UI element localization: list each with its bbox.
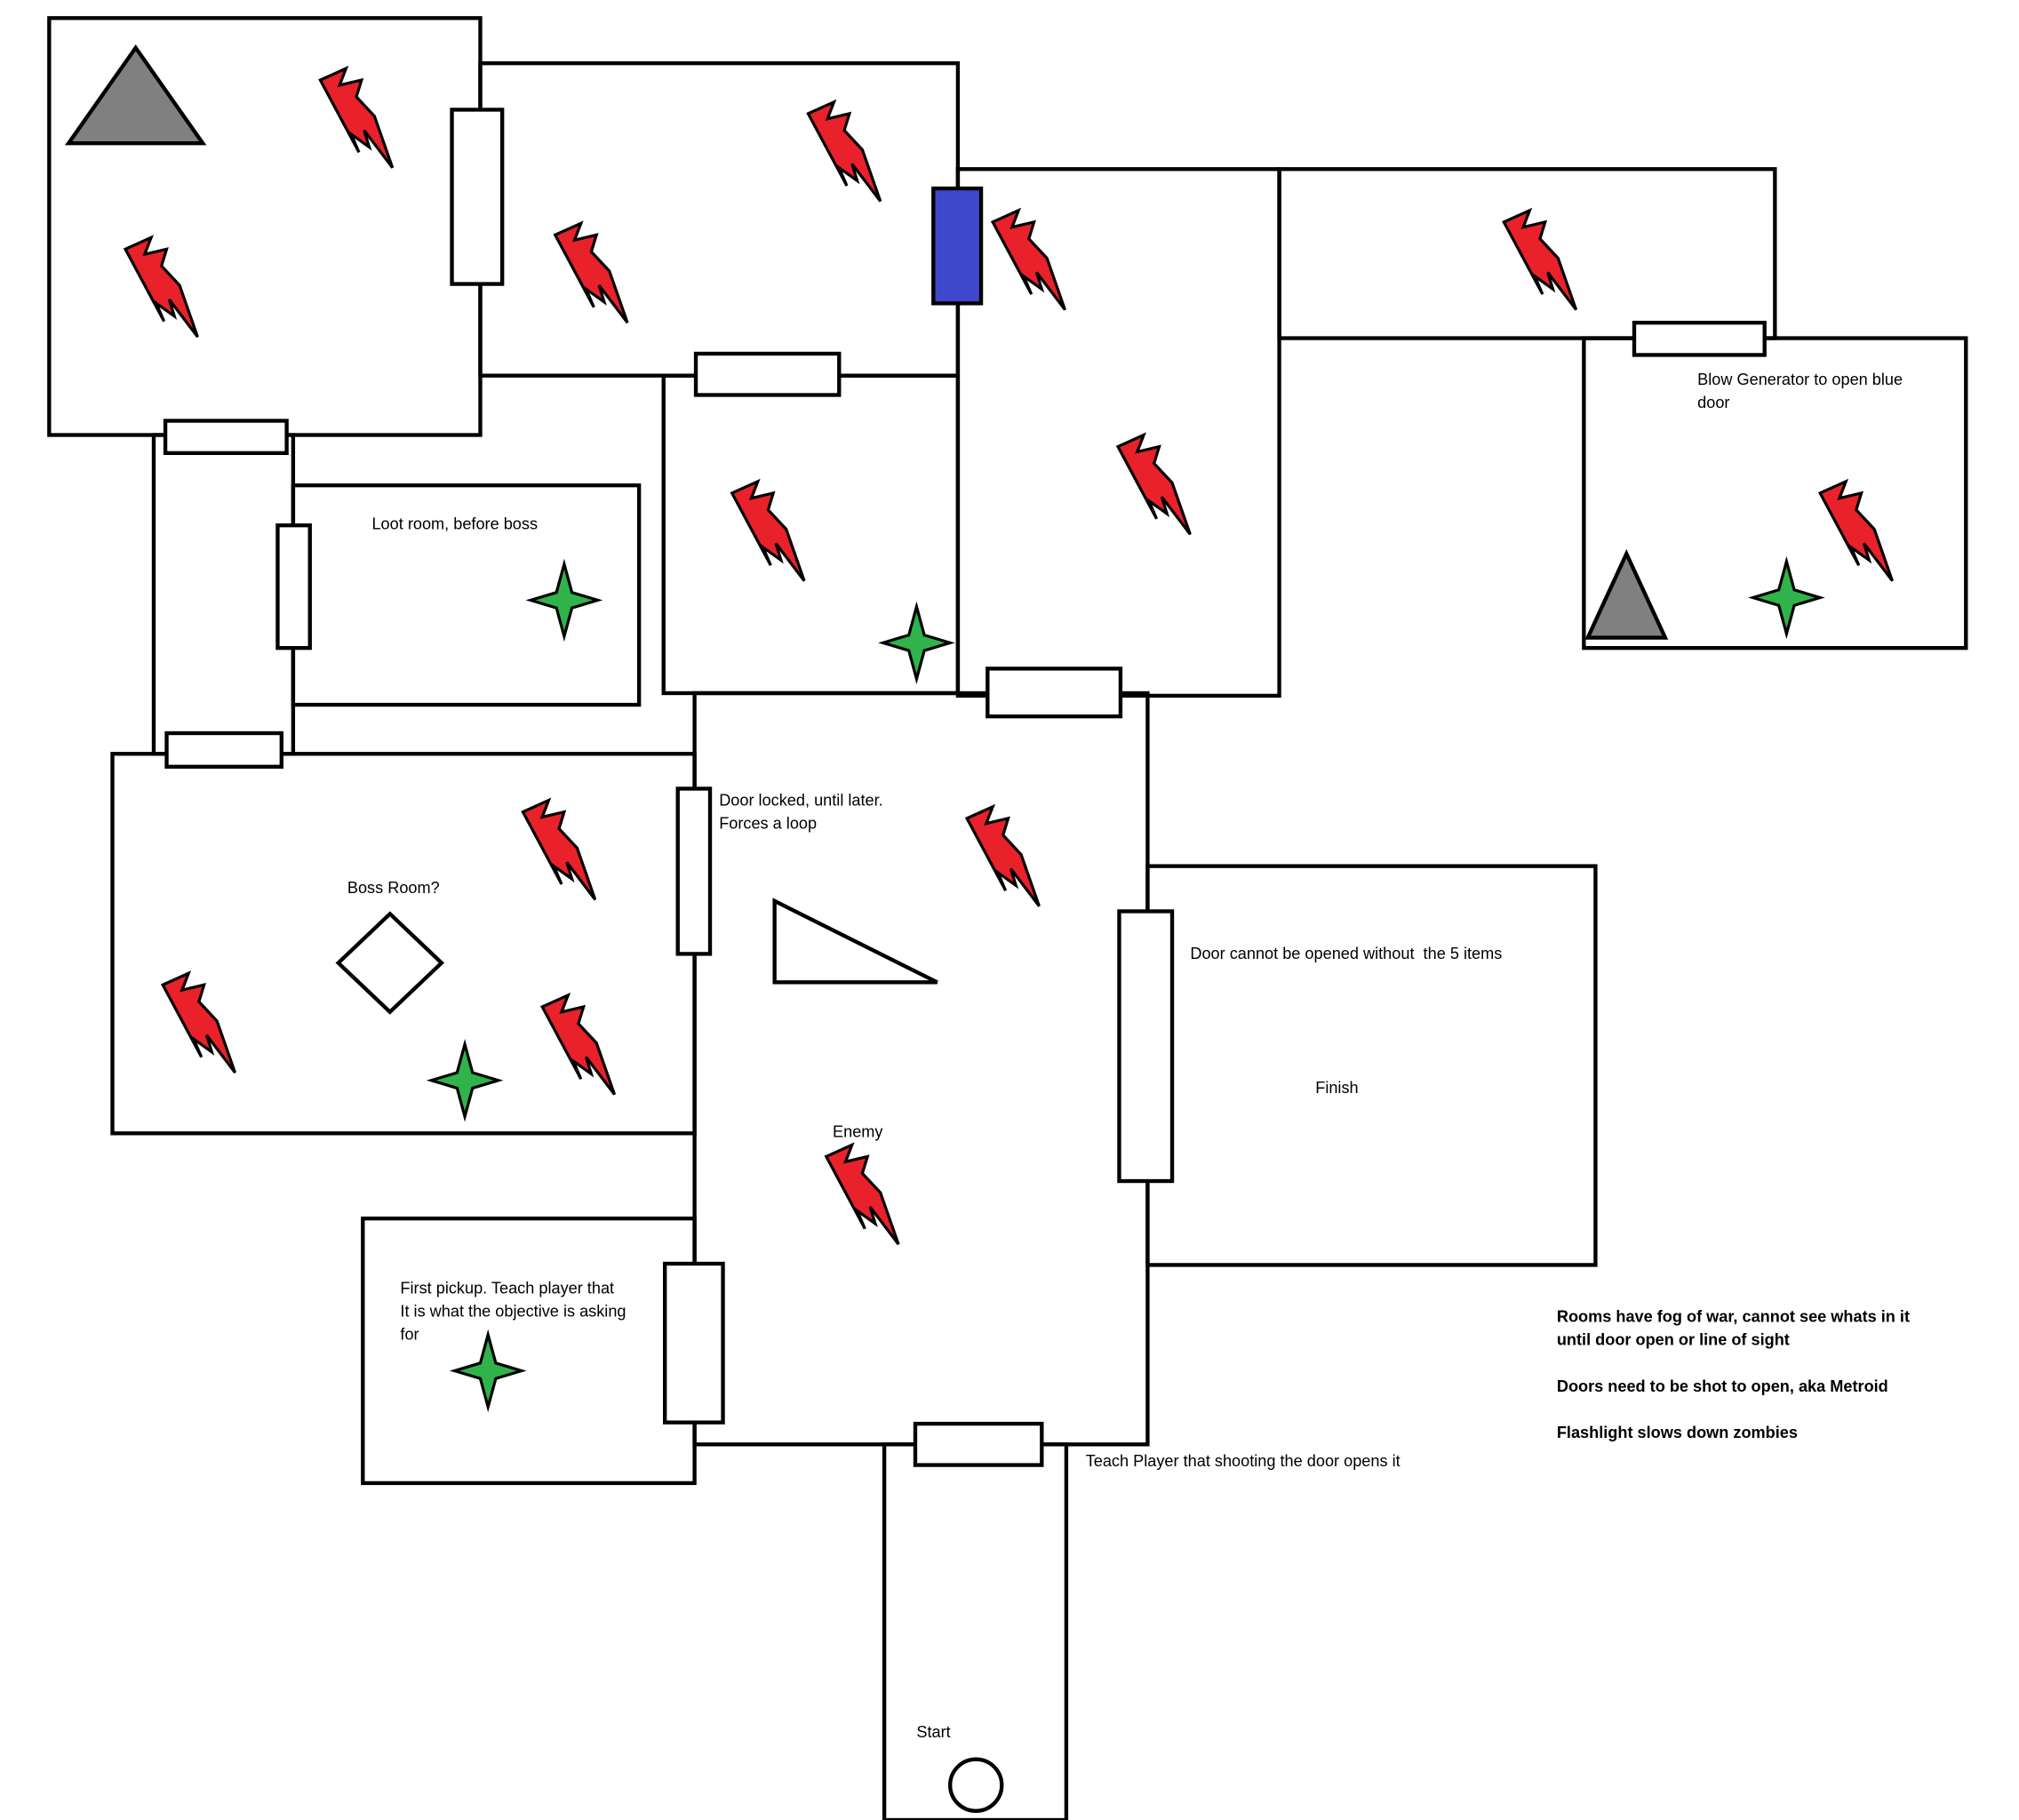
door-corridor-to-generator[interactable] [1632,320,1767,357]
door-locked-label-line1: Door locked, until later. [719,791,883,809]
enemy-lightning-icon [825,1143,900,1246]
door-first-pickup[interactable] [663,1261,725,1425]
teach-shooting-label: Teach Player that shooting the door open… [1086,1452,1401,1470]
generator-triangle-icon [64,44,207,146]
door-right-tall-to-hub[interactable] [986,667,1123,719]
enemy-lightning-icon [318,67,395,170]
room-generator [1582,336,1968,651]
enemy-lightning-icon [124,235,199,339]
door-start[interactable] [913,1421,1044,1467]
enemy-label: Enemy [833,1123,883,1141]
pickup-star-icon [882,605,952,681]
corridor-top-right [1277,167,1777,340]
door-top-left-to-corridor[interactable] [163,419,289,455]
finish-label: Finish [1315,1079,1358,1097]
pickup-star-icon [452,1333,523,1409]
blue-door[interactable] [931,186,984,306]
enemy-lightning-icon [965,805,1041,908]
door-finish[interactable] [1117,909,1175,1184]
door-top-middle-to-center-upper[interactable] [693,351,842,397]
player-start-circle-icon [948,1757,1004,1814]
first-pickup-label-line2: It is what the objective is asking [400,1303,626,1321]
note-fog-line2: until door open or line of sight [1557,1330,1790,1348]
enemy-lightning-icon [161,971,237,1074]
pickup-star-icon [1752,560,1822,635]
note-fog-line1: Rooms have fog of war, cannot see whats … [1557,1307,1910,1325]
enemy-lightning-icon [554,221,629,324]
boss-diamond-icon [335,911,445,1015]
room-top-middle [478,60,961,378]
blow-generator-label-line2: door [1697,394,1729,411]
start-label: Start [916,1723,950,1741]
generator-triangle-icon [1584,548,1669,640]
note-doors-shot: Doors need to be shot to open, aka Metro… [1557,1377,1888,1395]
first-pickup-label-line1: First pickup. Teach player that [400,1279,614,1297]
note-flashlight: Flashlight slows down zombies [1557,1424,1798,1441]
boss-room-label: Boss Room? [347,879,440,897]
enemy-lightning-icon [1818,480,1895,583]
door-corridor-to-loot[interactable] [275,523,312,651]
room-finish [1145,864,1598,1267]
corridor-left-vertical [151,433,296,756]
door-corridor-to-boss[interactable] [164,730,283,769]
enemy-lightning-icon [540,994,617,1097]
first-pickup-label-line3: for [400,1326,419,1344]
room-first-pickup [361,1216,697,1486]
enemy-lightning-icon [1116,433,1192,536]
loot-room-label: Loot room, before boss [371,515,538,533]
enemy-lightning-icon [521,798,597,901]
pickup-star-icon [529,563,600,638]
enemy-lightning-icon [806,100,882,204]
enemy-lightning-icon [730,480,806,583]
door-boss-locked[interactable] [675,786,713,956]
pickup-star-icon [429,1042,500,1118]
blow-generator-label-line1: Blow Generator to open blue [1697,371,1903,388]
enemy-lightning-icon [991,209,1067,312]
right-triangle-icon [772,898,938,985]
enemy-lightning-icon [1502,209,1578,312]
door-cannot-open-label: Door cannot be opened without the 5 item… [1190,945,1502,962]
door-top-left-to-top-middle[interactable] [450,108,505,286]
door-locked-label-line2: Forces a loop [719,814,817,832]
